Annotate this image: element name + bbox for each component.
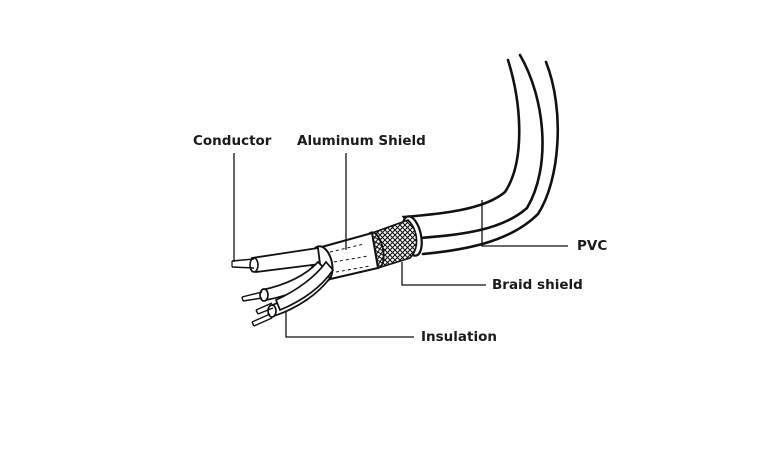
insulated-wires	[259, 260, 335, 318]
conductor-label: Conductor	[193, 133, 272, 149]
copper-cores	[241, 291, 274, 327]
leader-braid	[401, 262, 486, 286]
aluminum-shield-label: Aluminum Shield	[297, 133, 426, 149]
pvc-label: PVC	[577, 238, 608, 254]
conductor-wire	[250, 246, 322, 273]
insulation-label: Insulation	[421, 329, 497, 345]
leader-pvc	[481, 200, 568, 247]
leader-lines	[233, 153, 568, 338]
braid-shield-label: Braid shield	[492, 277, 583, 293]
leader-insulation	[285, 312, 414, 338]
